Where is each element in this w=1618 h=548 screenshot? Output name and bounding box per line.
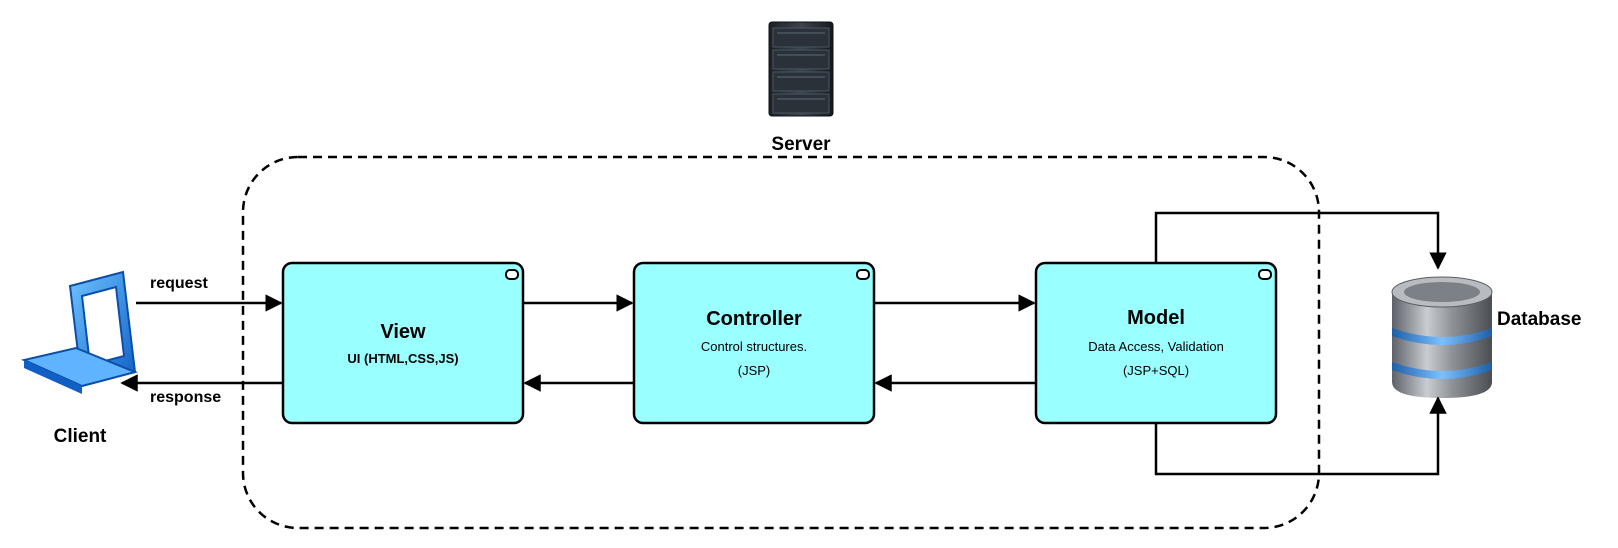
laptop-icon — [20, 270, 139, 394]
view-component: View UI (HTML,CSS,JS) — [281, 261, 525, 425]
server-rack-icon — [768, 21, 834, 117]
view-title: View — [380, 321, 426, 343]
controller-component: Controller Control structures. (JSP) — [632, 261, 876, 425]
model-line1: Data Access, Validation — [1088, 339, 1224, 354]
component-port-icon — [1258, 269, 1272, 280]
model-line2: (JSP+SQL) — [1123, 363, 1189, 378]
controller-line1: Control structures. — [701, 339, 807, 354]
client-label: Client — [54, 426, 107, 447]
component-port-icon — [856, 269, 870, 280]
model-to-database-arrow — [1154, 211, 1447, 270]
server-boundary — [241, 155, 1321, 530]
database-label: Database — [1497, 309, 1582, 330]
database-to-model-arrow — [1154, 396, 1447, 476]
response-label: response — [150, 389, 221, 406]
model-title: Model — [1127, 307, 1185, 329]
request-label: request — [150, 275, 208, 292]
controller-title: Controller — [706, 308, 802, 330]
model-component: Model Data Access, Validation (JSP+SQL) — [1034, 261, 1278, 425]
server-label: Server — [771, 134, 831, 155]
component-port-icon — [505, 269, 519, 280]
database-cylinder-icon — [1391, 276, 1493, 398]
controller-line2: (JSP) — [738, 363, 771, 378]
view-subtitle: UI (HTML,CSS,JS) — [347, 351, 458, 366]
